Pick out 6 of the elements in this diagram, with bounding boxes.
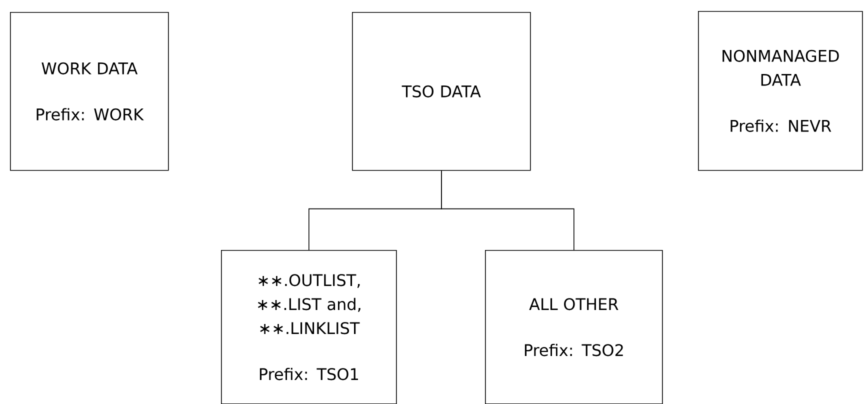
- data-box: TSO DATA: [352, 12, 531, 171]
- connector-line: [441, 170, 574, 250]
- data-box: WORK DATA Prefix: WORK: [10, 12, 169, 171]
- data-box: NONMANAGED DATA Prefix: NEVR: [698, 11, 863, 171]
- data-box: ∗∗.OUTLIST, ∗∗.LIST and, ∗∗.LINKLIST Prefix: TSO1: [221, 250, 397, 404]
- data-box: ALL OTHER Prefix: TSO2: [485, 250, 663, 404]
